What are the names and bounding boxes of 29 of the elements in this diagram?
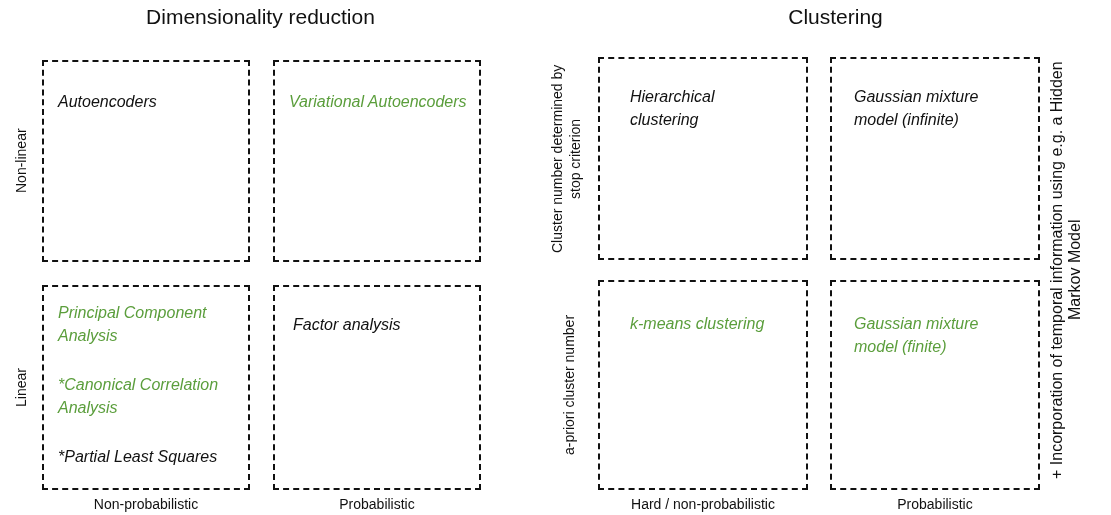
quadrant-box	[598, 57, 808, 260]
method-name: *Canonical Correlation Analysis	[58, 375, 220, 418]
method-name: Factor analysis	[293, 315, 402, 335]
method-name: Gaussian mixture model (infinite)	[854, 87, 980, 130]
method-name: Gaussian mixture model (finite)	[854, 314, 980, 357]
axis-label: Probabilistic	[896, 495, 974, 514]
axis-label: Non-linear	[12, 127, 30, 196]
quadrant-box	[42, 285, 250, 490]
quadrant-box	[830, 280, 1040, 490]
quadrant-box	[598, 280, 808, 490]
axis-label: Cluster number determined by stop criterion	[548, 63, 584, 255]
panel-title: Clustering	[787, 8, 884, 30]
method-name: Variational Autoencoders	[289, 92, 468, 112]
axis-label: a-priori cluster number	[560, 313, 578, 458]
axis-label: Non-probabilistic	[92, 495, 200, 514]
method-name: Hierarchical clustering	[630, 87, 716, 130]
quadrant-box	[830, 57, 1040, 260]
quadrant-box	[273, 60, 481, 262]
side-note: + Incorporation of temporal information using e.g. a Hidden Markov Model	[1048, 60, 1084, 481]
method-name: *Partial Least Squares	[58, 447, 219, 467]
quadrant-box	[273, 285, 481, 490]
quadrant-box	[42, 60, 250, 262]
method-name: k-means clustering	[630, 314, 766, 334]
panel-title: Dimensionality reduction	[145, 8, 376, 30]
axis-label: Linear	[12, 367, 30, 409]
method-name: Autoencoders	[58, 92, 158, 112]
axis-label: Hard / non-probabilistic	[630, 495, 776, 514]
axis-label: Probabilistic	[338, 495, 416, 514]
method-name: Principal Component Analysis	[58, 303, 208, 346]
